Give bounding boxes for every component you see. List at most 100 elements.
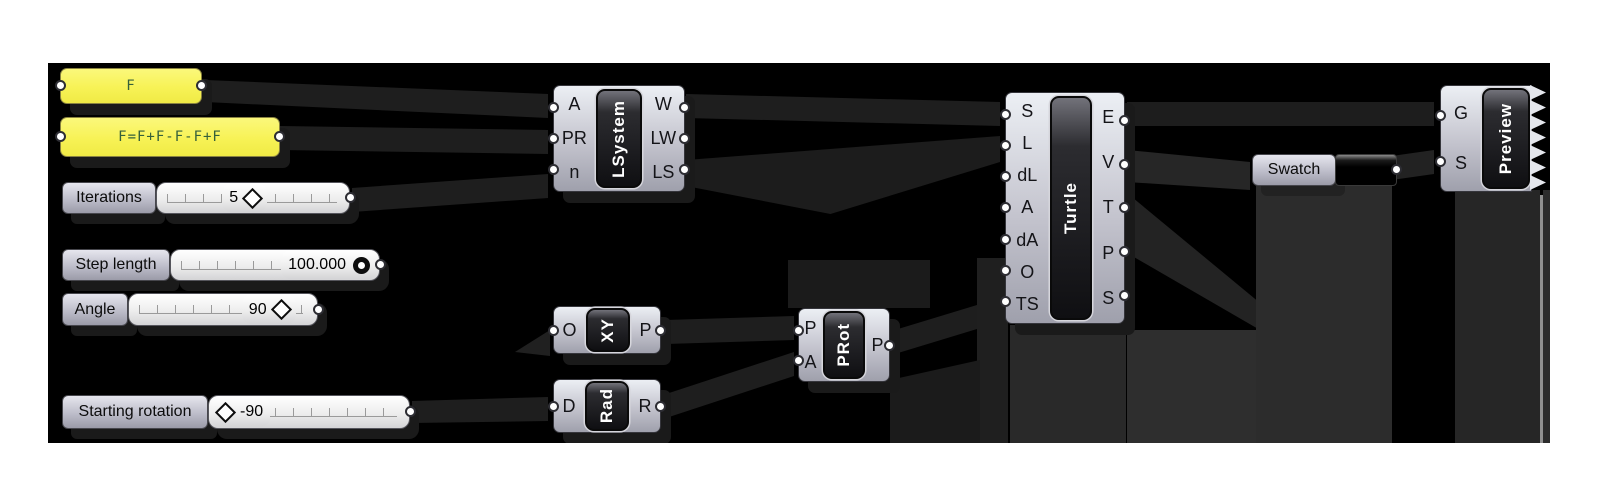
wire-shadow (686, 136, 1000, 214)
input-labels: A PR n (561, 94, 587, 182)
slider-label-text: Step length (75, 256, 157, 273)
wire-shadow (666, 316, 794, 344)
wire-shadow (1127, 193, 1260, 330)
input-port[interactable] (548, 164, 559, 175)
input-port[interactable] (1000, 264, 1011, 276)
panel-input-port[interactable] (55, 131, 66, 142)
wire-shadow (788, 260, 930, 308)
slider-output-port[interactable] (375, 259, 386, 270)
input-port[interactable] (1435, 156, 1446, 168)
swatch-color-well[interactable] (1335, 154, 1402, 186)
input-port[interactable] (548, 102, 559, 113)
output-port[interactable] (1119, 246, 1130, 258)
slider-iterations-label[interactable]: Iterations (62, 182, 156, 214)
slider-iterations-value: 5 (229, 189, 239, 206)
slider-iterations-track[interactable]: 5 (156, 182, 356, 214)
wire-shadow (205, 80, 548, 118)
rad-capsule[interactable]: Rad (585, 381, 629, 431)
slider-angle-track[interactable]: 90 (128, 293, 324, 326)
slider-starting-rotation-value: -90 (240, 403, 264, 420)
panel-input-port[interactable] (55, 80, 66, 91)
wire-shadow (515, 330, 550, 356)
input-port[interactable] (1000, 233, 1011, 245)
output-port[interactable] (1119, 115, 1130, 127)
wire-shadow (890, 360, 980, 443)
plane-rotate-component[interactable]: P A PRot P (793, 308, 895, 382)
turtle-capsule[interactable]: Turtle (1049, 96, 1092, 320)
input-port[interactable] (548, 133, 559, 144)
input-port[interactable] (1000, 171, 1011, 183)
preview-jagged-edge (1530, 85, 1546, 190)
output-port[interactable] (1119, 289, 1130, 301)
radians-component[interactable]: D Rad R (548, 379, 666, 433)
output-labels: E V T P S (1102, 107, 1115, 308)
slider-ruler (139, 305, 303, 315)
output-port[interactable] (1119, 202, 1130, 214)
wire-shadow (1127, 330, 1258, 443)
slider-angle-value: 90 (248, 300, 267, 318)
input-port[interactable] (548, 324, 559, 336)
input-port[interactable] (548, 400, 559, 412)
output-port[interactable] (884, 339, 895, 351)
xy-plane-component[interactable]: O XY P (548, 306, 666, 354)
prot-capsule[interactable]: PRot (823, 311, 865, 379)
xy-capsule[interactable]: XY (586, 308, 630, 352)
wire-shadow (977, 258, 1008, 443)
output-port[interactable] (679, 102, 690, 113)
lsystem-component[interactable]: A PR n LSystem W LW LS (548, 85, 690, 192)
slider-grip-diamond[interactable] (242, 187, 264, 209)
rules-panel[interactable]: F=F+F-F-F+F (55, 117, 285, 157)
output-labels: W LW LS (650, 94, 677, 182)
output-port[interactable] (1119, 158, 1130, 170)
slider-grip-diamond[interactable] (214, 401, 237, 423)
input-port[interactable] (1000, 140, 1011, 152)
swatch-output-port[interactable] (1391, 164, 1402, 175)
turtle-component[interactable]: S L dL A dA O TS Turtle E V T P S (1000, 92, 1130, 324)
input-port[interactable] (1000, 295, 1011, 307)
preview-component[interactable]: G S Preview (1435, 85, 1532, 192)
slider-starting-rotation-label[interactable]: Starting rotation (62, 395, 208, 429)
input-labels: D (562, 395, 576, 416)
panel-output-port[interactable] (274, 131, 285, 142)
slider-step-length-track[interactable]: 100.000 (170, 249, 386, 281)
slider-label-text: Iterations (76, 189, 142, 206)
output-port[interactable] (655, 400, 666, 412)
slider-label-text: Angle (74, 300, 116, 318)
input-labels: S L dL A dA O TS (1015, 100, 1039, 315)
output-port[interactable] (655, 324, 666, 336)
slider-output-port[interactable] (345, 192, 356, 203)
slider-ruler (181, 260, 315, 270)
input-labels: G S (1453, 102, 1468, 174)
panel-output-port[interactable] (196, 80, 207, 91)
slider-grip-diamond[interactable] (270, 298, 292, 321)
lsystem-capsule[interactable]: LSystem (595, 89, 642, 188)
preview-capsule[interactable]: Preview (1482, 88, 1530, 189)
slider-output-port[interactable] (313, 303, 324, 315)
output-port[interactable] (679, 164, 690, 175)
input-labels: O (562, 319, 577, 340)
slider-starting-rotation-track[interactable]: -90 (208, 395, 416, 429)
output-port[interactable] (679, 133, 690, 144)
slider-step-length-label[interactable]: Step length (62, 249, 170, 281)
input-port[interactable] (1435, 109, 1446, 121)
wire-shadow (352, 174, 548, 212)
wire-shadow (1127, 102, 1434, 126)
wire-shadow (686, 94, 1000, 126)
axiom-panel[interactable]: F (55, 68, 207, 104)
slider-grip-circle[interactable] (353, 256, 370, 274)
swatch-label[interactable]: Swatch (1252, 154, 1336, 186)
wire-shadow (1543, 190, 1550, 443)
input-port[interactable] (793, 324, 804, 336)
wire-shadow (280, 126, 548, 154)
node-canvas[interactable]: F F=F+F-F-F+F Iterations 5 Step length 1… (48, 63, 1550, 443)
axiom-panel-text: F (126, 78, 136, 94)
slider-label-text: Starting rotation (78, 403, 192, 420)
input-port[interactable] (793, 354, 804, 366)
input-port[interactable] (1000, 202, 1011, 214)
input-port[interactable] (1000, 109, 1011, 121)
slider-output-port[interactable] (405, 406, 416, 417)
wire-shadow (1256, 186, 1392, 443)
canvas-edge-line (1540, 195, 1543, 443)
slider-angle-label[interactable]: Angle (62, 293, 128, 326)
